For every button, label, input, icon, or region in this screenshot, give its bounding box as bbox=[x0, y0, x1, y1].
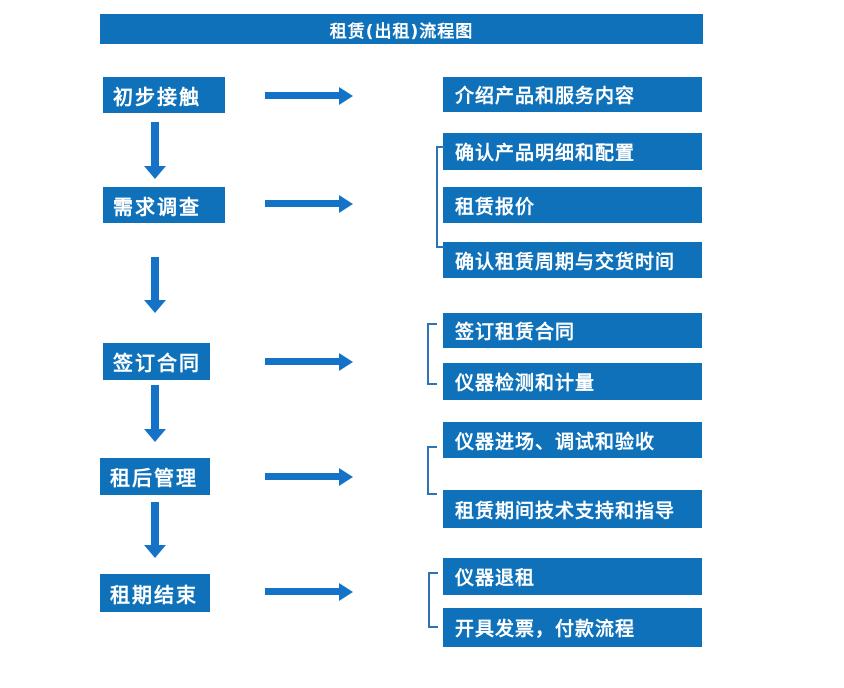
output-box-rental-quote: 租赁报价 bbox=[443, 187, 702, 223]
group-bracket bbox=[428, 572, 438, 628]
output-box-technical-support: 租赁期间技术支持和指导 bbox=[443, 490, 702, 528]
output-box-invoice-payment: 开具发票，付款流程 bbox=[443, 608, 702, 647]
down-arrow-icon bbox=[144, 385, 166, 442]
output-box-instrument-setup: 仪器进场、调试和验收 bbox=[443, 422, 702, 458]
down-arrow-icon bbox=[144, 122, 166, 179]
right-arrow-icon bbox=[265, 353, 353, 371]
output-box-instrument-return: 仪器退租 bbox=[443, 558, 702, 595]
stage-box-post-rental-management: 租后管理 bbox=[100, 458, 210, 495]
output-box-sign-rental-contract: 签订租赁合同 bbox=[443, 313, 702, 348]
flowchart-title: 租赁(出租)流程图 bbox=[100, 14, 703, 44]
group-bracket bbox=[427, 446, 437, 495]
right-arrow-icon bbox=[265, 87, 353, 105]
output-box-confirm-product-details: 确认产品明细和配置 bbox=[443, 133, 702, 170]
group-bracket bbox=[427, 323, 437, 385]
right-arrow-icon bbox=[265, 195, 353, 213]
group-bracket bbox=[436, 146, 445, 248]
stage-box-sign-contract: 签订合同 bbox=[103, 343, 210, 380]
right-arrow-icon bbox=[265, 468, 353, 486]
right-arrow-icon bbox=[265, 583, 353, 601]
down-arrow-icon bbox=[144, 502, 166, 558]
stage-box-rental-end: 租期结束 bbox=[100, 574, 210, 612]
stage-box-demand-survey: 需求调查 bbox=[103, 187, 225, 223]
stage-box-initial-contact: 初步接触 bbox=[103, 77, 225, 113]
down-arrow-icon bbox=[144, 257, 166, 313]
output-box-instrument-testing: 仪器检测和计量 bbox=[443, 363, 702, 400]
output-box-confirm-rental-period: 确认租赁周期与交货时间 bbox=[443, 242, 702, 278]
output-box-introduce-products: 介绍产品和服务内容 bbox=[443, 77, 702, 112]
